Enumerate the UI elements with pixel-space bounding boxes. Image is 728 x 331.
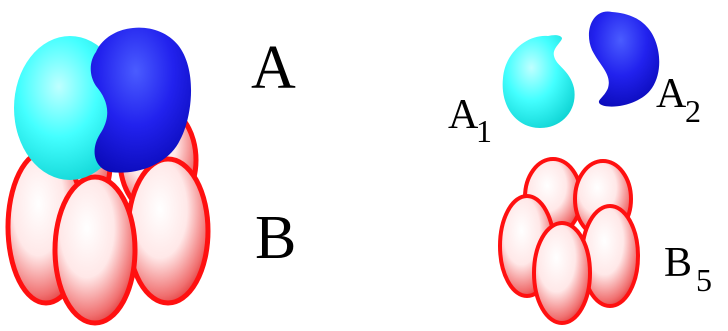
b-subunit: [532, 221, 592, 325]
holotoxin-assembled: [5, 27, 211, 326]
label-a2-subscript: 2: [685, 93, 701, 129]
b5-pentamer: [498, 157, 640, 325]
a2-subunit: [90, 27, 192, 173]
label-a2: A 2: [656, 71, 701, 129]
label-b: B: [255, 204, 296, 272]
b-subunit: [52, 174, 138, 326]
label-a1-subscript: 1: [476, 113, 492, 149]
a1-subunit-separate: [502, 35, 575, 128]
label-a1: A 1: [448, 92, 492, 149]
a2-subunit-separate: [588, 11, 660, 107]
label-a: A: [251, 34, 296, 102]
label-b5-main: B: [664, 240, 692, 286]
label-b5: B 5: [664, 240, 712, 298]
label-a1-main: A: [448, 92, 479, 138]
label-a2-main: A: [656, 71, 687, 117]
b-subunit: [125, 156, 211, 306]
label-b5-subscript: 5: [696, 262, 712, 298]
